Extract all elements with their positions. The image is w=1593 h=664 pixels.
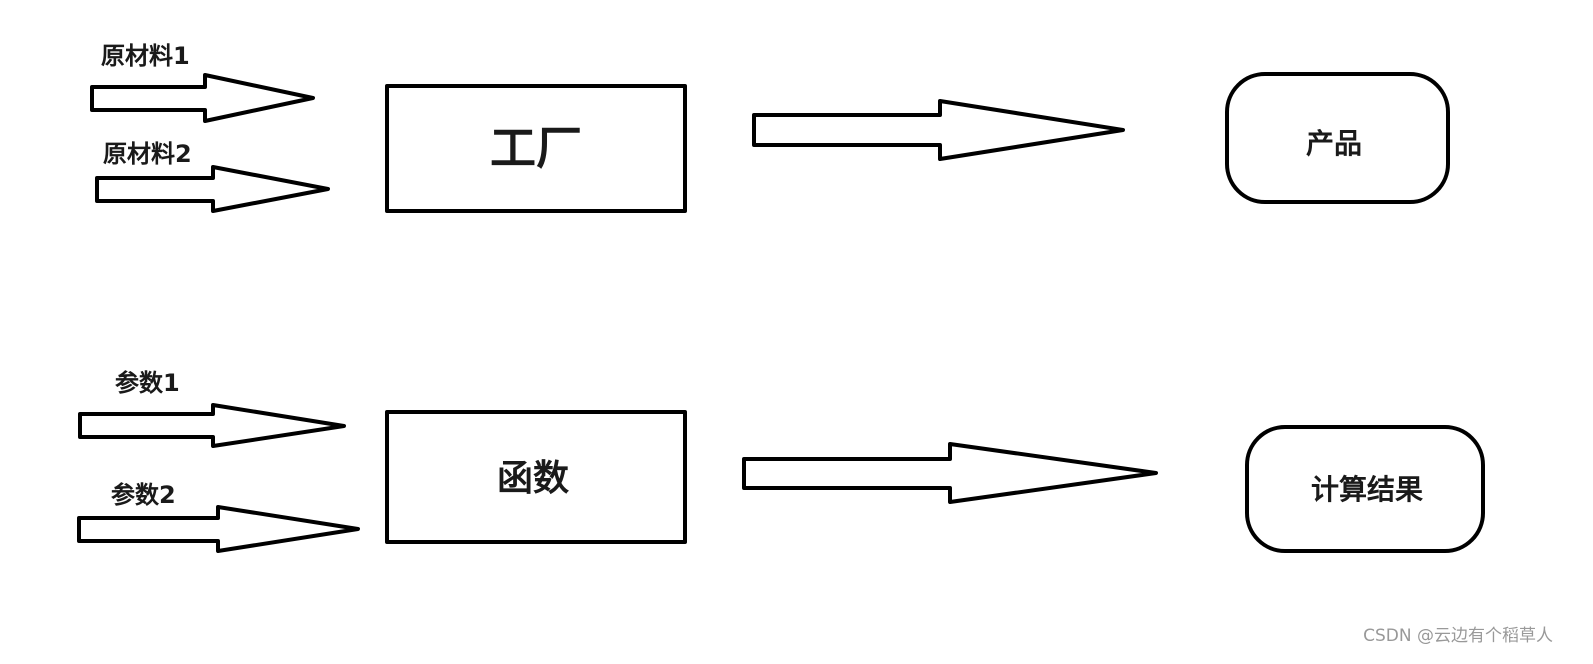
arrow-input2-top <box>95 165 330 213</box>
input-label-1-bottom: 参数1 <box>115 369 180 397</box>
process-label-bottom: 函数 <box>496 458 570 499</box>
input-label-2-top: 原材料2 <box>103 140 192 168</box>
output-label-bottom: 计算结果 <box>1310 473 1424 506</box>
output-label-top: 产品 <box>1305 127 1363 160</box>
arrow-input1-top <box>90 73 315 123</box>
watermark-text: CSDN @云边有个稻草人 <box>1363 626 1553 646</box>
arrow-input2-bottom <box>77 505 360 553</box>
process-box-bottom <box>385 410 687 544</box>
output-box-top <box>1225 72 1450 204</box>
arrow-input1-bottom <box>78 403 346 448</box>
input-label-2-bottom: 参数2 <box>111 481 176 509</box>
process-label-top: 工厂 <box>490 121 582 175</box>
arrow-output-top <box>752 99 1125 161</box>
input-label-1-top: 原材料1 <box>101 42 190 70</box>
process-box-top <box>385 84 687 213</box>
output-box-bottom <box>1245 425 1485 553</box>
arrow-output-bottom <box>742 442 1158 504</box>
